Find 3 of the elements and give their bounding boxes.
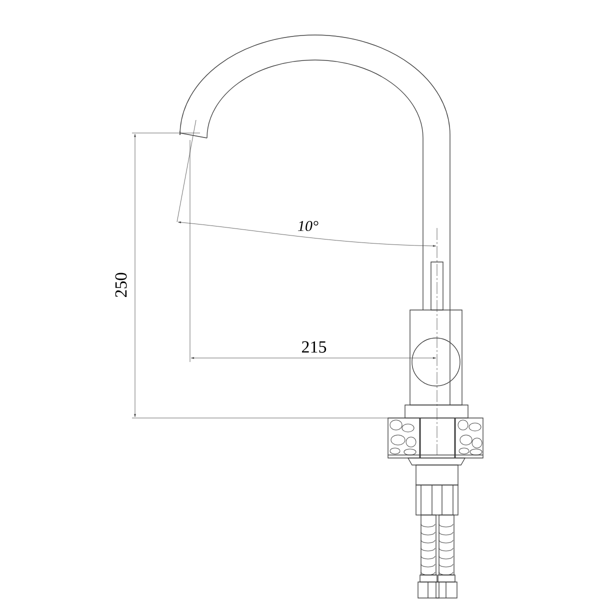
dimension-label: 250 <box>115 272 127 297</box>
dimension-label: 215 <box>302 341 326 353</box>
dimension-label: 10° <box>298 220 318 232</box>
